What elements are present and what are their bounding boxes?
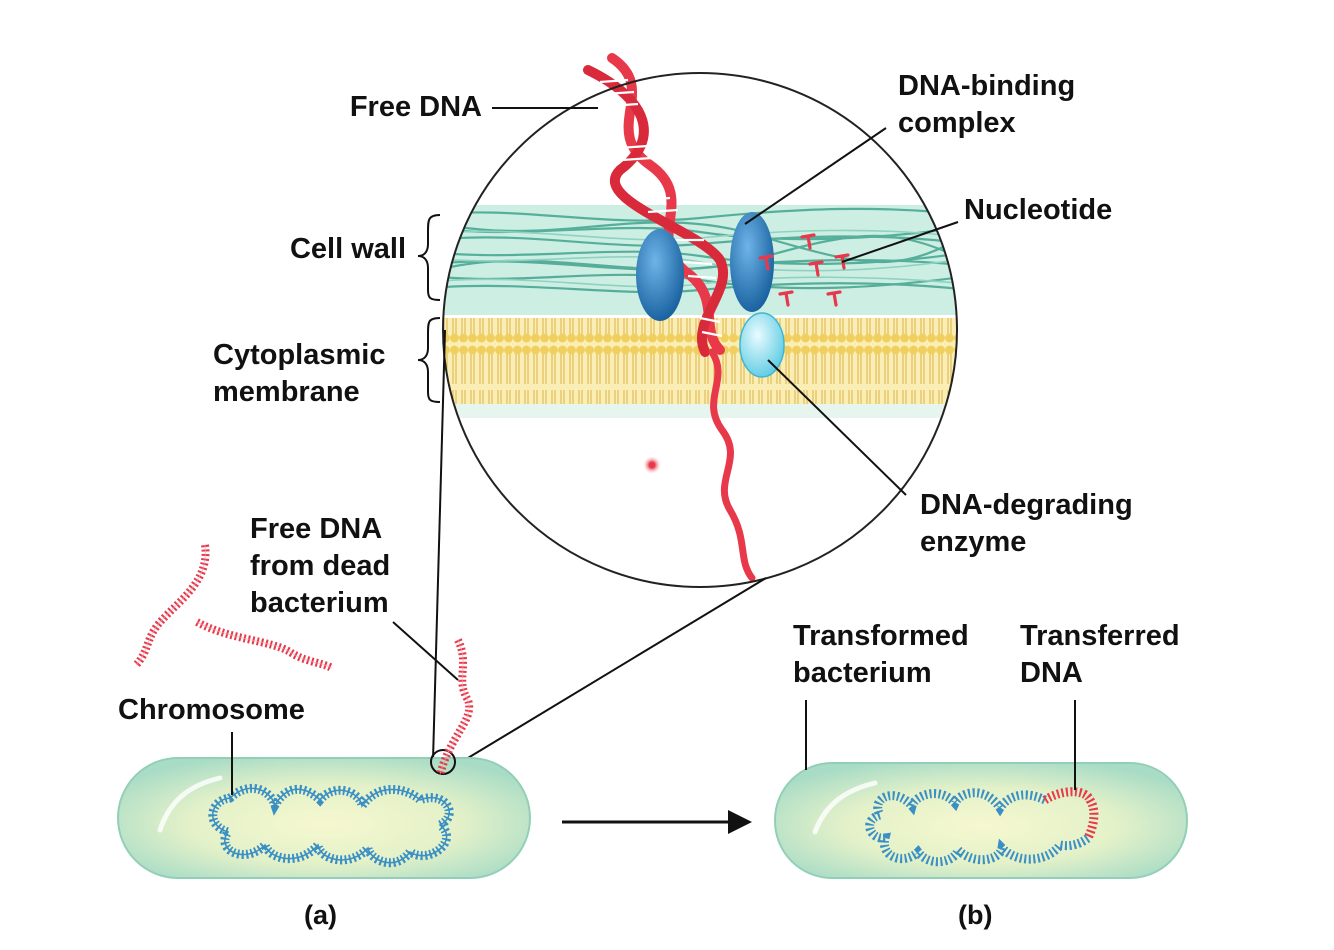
- label-dna-binding-line1: DNA-binding: [898, 70, 1076, 102]
- label-dna-binding-line2: complex: [898, 107, 1016, 139]
- label-dna-degrading-line2: enzyme: [920, 526, 1027, 558]
- label-transferred-line1: Transferred: [1020, 620, 1180, 652]
- label-cytoplasmic-membrane: Cytoplasmic membrane: [213, 337, 385, 411]
- zoom-target-circle: [430, 749, 456, 775]
- label-dna-binding-complex: DNA-binding complex: [898, 68, 1075, 142]
- zoom-lines: [432, 329, 767, 771]
- label-dna-degrading-line1: DNA-degrading: [920, 489, 1133, 521]
- label-nucleotide: Nucleotide: [964, 194, 1113, 226]
- label-transferred-line2: DNA: [1020, 657, 1083, 689]
- label-transferred-dna: Transferred DNA: [1020, 618, 1180, 692]
- label-free-dna-dead-line3: bacterium: [250, 587, 389, 619]
- single-strand-dna: [708, 348, 756, 582]
- bacterium-a: [117, 749, 531, 879]
- label-free-dna-dead-line2: from dead: [250, 550, 391, 582]
- leader-lines: [231, 107, 1076, 795]
- label-chromosome: Chromosome: [118, 694, 305, 726]
- bacterium-b: [774, 762, 1188, 879]
- label-transformed-bacterium: Transformed bacterium: [793, 618, 969, 692]
- dna-degrading-enzyme: [739, 312, 785, 378]
- label-dna-degrading-enzyme: DNA-degrading enzyme: [920, 487, 1133, 561]
- magnifier-outline: [442, 72, 958, 588]
- magnified-view: [442, 53, 958, 588]
- label-cell-wall: Cell wall: [289, 233, 406, 265]
- dna-binding-complex: [636, 212, 774, 321]
- free-dna-helix: [583, 53, 729, 357]
- label-free-dna-dead-line1: Free DNA: [250, 513, 383, 545]
- nucleotides: [758, 233, 850, 307]
- label-transformed-line2: bacterium: [793, 657, 932, 689]
- label-cytoplasmic-line2: membrane: [213, 376, 360, 408]
- label-free-dna: Free DNA: [349, 91, 482, 123]
- label-free-dna-dead-bacterium: Free DNA from dead bacterium: [250, 511, 390, 622]
- panel-label-b: (b): [958, 900, 993, 930]
- label-transformed-line1: Transformed: [793, 620, 969, 652]
- chromosome-b: [865, 788, 1091, 867]
- label-cytoplasmic-line1: Cytoplasmic: [213, 339, 386, 371]
- transformation-arrow: [562, 810, 752, 834]
- panel-label-a: (a): [304, 900, 337, 930]
